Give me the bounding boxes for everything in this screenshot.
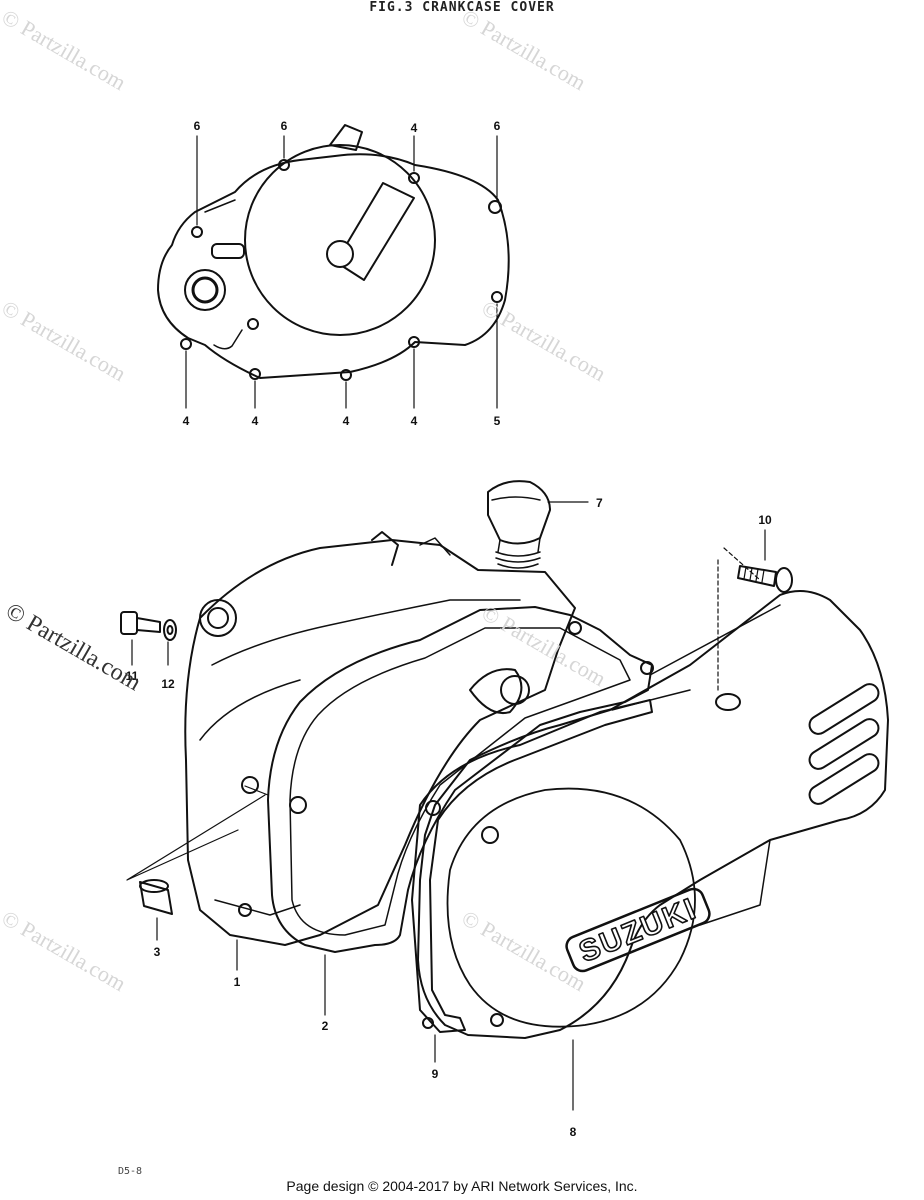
callout-label: 1 <box>234 975 241 989</box>
oil-filler-cap <box>487 480 551 569</box>
hole <box>340 369 352 381</box>
callout-label: 5 <box>494 414 501 428</box>
figure-title: FIG.3 CRANKCASE COVER <box>369 0 555 15</box>
clutch-housing-circle <box>244 144 436 336</box>
outer-gasket <box>411 699 653 1033</box>
seal-outer <box>184 269 226 311</box>
inner-cover <box>184 539 576 946</box>
callout-label: 4 <box>343 414 350 428</box>
hole <box>247 318 259 330</box>
callout-label: 8 <box>570 1125 577 1139</box>
dowel-pin <box>139 879 173 915</box>
callout-label: 10 <box>758 513 772 527</box>
gasket <box>267 606 653 953</box>
hole <box>408 172 420 184</box>
callout-label: 4 <box>252 414 259 428</box>
suzuki-logo: SUZUKI <box>565 887 711 973</box>
inner-cover-boss <box>199 599 237 637</box>
hole <box>488 200 502 214</box>
callout-label: 6 <box>281 119 288 133</box>
callout-label: 6 <box>494 119 501 133</box>
callout-label: 11 <box>126 669 139 683</box>
callouts-top: 6 6 4 6 4 4 4 4 5 <box>183 119 501 428</box>
hole <box>491 291 503 303</box>
hole <box>180 338 192 350</box>
outer-cover <box>417 590 889 1039</box>
hole <box>278 159 290 171</box>
seal-inner <box>191 276 219 304</box>
callout-label: 3 <box>154 945 161 959</box>
lever-boss <box>329 124 363 151</box>
callout-label: 4 <box>183 414 190 428</box>
callout-label: 7 <box>596 496 603 510</box>
cover-screw <box>737 565 793 593</box>
callout-label: 12 <box>161 677 175 691</box>
callout-label: 9 <box>432 1067 439 1081</box>
top-cover-view <box>157 124 510 409</box>
hole <box>408 336 420 348</box>
footer-copyright: Page design © 2004-2017 by ARI Network S… <box>286 1178 638 1194</box>
clutch-dome <box>446 787 696 1028</box>
callout-label: 6 <box>194 119 201 133</box>
oil-window <box>211 243 245 259</box>
callout-label: 4 <box>411 414 418 428</box>
vent-slot <box>808 753 880 805</box>
callout-label: 4 <box>411 121 418 135</box>
bolt-and-washer <box>120 611 177 641</box>
callout-label: 2 <box>322 1019 329 1033</box>
exploded-view: SUZUKI <box>120 480 889 1111</box>
callouts-bottom: 7 10 11 12 3 1 2 9 8 <box>126 496 772 1139</box>
hole <box>191 226 203 238</box>
vent-slot <box>808 718 880 770</box>
release-slot <box>335 182 415 281</box>
release-shaft <box>326 240 354 268</box>
hole <box>249 368 261 380</box>
drawing-code: D5-8 <box>118 1166 143 1177</box>
vent-slot <box>808 683 880 735</box>
